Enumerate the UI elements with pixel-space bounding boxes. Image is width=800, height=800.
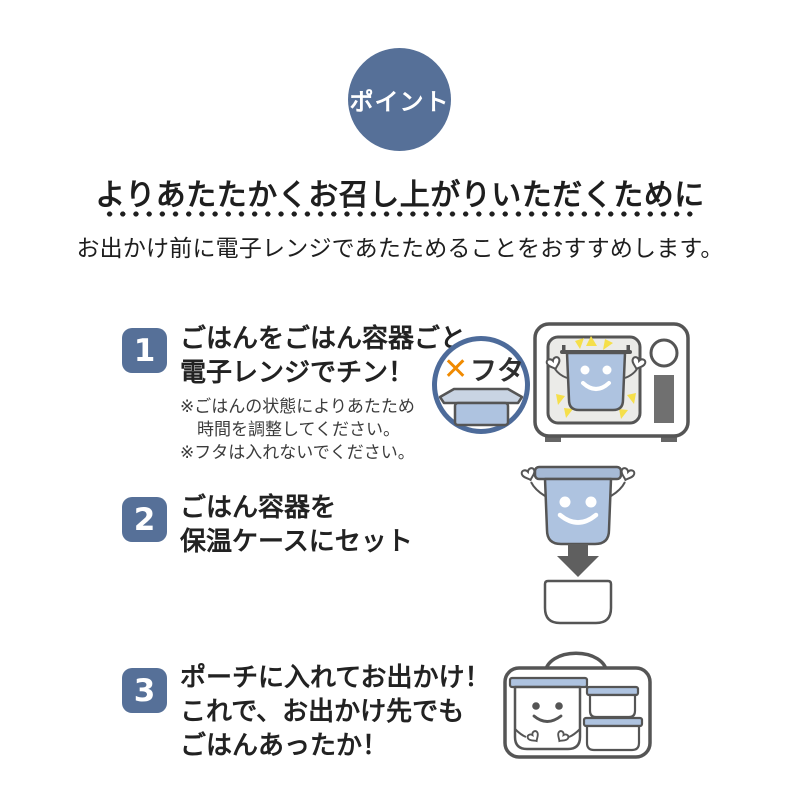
container-into-case-illustration [520, 465, 636, 625]
container-lid [533, 465, 623, 481]
step-1-note: 時間を調整してください。 [197, 420, 400, 440]
arm [530, 481, 546, 497]
lid-top [438, 387, 524, 405]
step-1-notes: ※ごはんの状態によりあたため 時間を調整してください。 ※フタは入れないでくださ… [180, 396, 466, 465]
step-3-text: ポーチに入れてお出かけ！ これで、お出かけ先でも ごはんあったか！ [180, 661, 490, 763]
eye [532, 702, 540, 710]
heart-icon [631, 356, 647, 371]
step-1-number: 1 [122, 328, 167, 373]
microwave-illustration [533, 322, 690, 442]
arm [568, 728, 581, 738]
smile [581, 381, 611, 391]
rice-container [543, 477, 613, 546]
step-2-text: ごはん容器を 保温ケースにセット [180, 491, 413, 559]
step-3-line: ポーチに入れてお出かけ！ [180, 663, 491, 693]
heart-icon [557, 730, 570, 743]
smile [557, 512, 599, 525]
smile [532, 714, 563, 723]
heart-icon [520, 467, 536, 482]
heart-icon [620, 467, 636, 482]
eye [580, 365, 590, 375]
eye [585, 496, 597, 508]
rim-pin [626, 345, 630, 352]
step-1-text: ごはんをごはん容器ごと 電子レンジでチン！ ※ごはんの状態によりあたため 時間を… [180, 322, 466, 465]
step-1-line: 電子レンジでチン！ [180, 358, 415, 388]
side-container-lid [582, 716, 644, 728]
heart-icon [526, 730, 539, 743]
no-lid-icon: ✕ フタ [432, 336, 530, 434]
step-1-note: ※ごはんの状態によりあたため [180, 397, 415, 417]
page-title: よりあたたかくお召し上がりいただくために [95, 178, 705, 213]
step-3-line: ごはんあったか！ [180, 731, 389, 761]
microwave-handle [654, 375, 674, 423]
side-container [588, 693, 637, 719]
eye [602, 365, 612, 375]
step-1-note: ※フタは入れないでください。 [180, 443, 415, 463]
microwave-knob [649, 338, 679, 368]
step-3-number: 3 [122, 668, 167, 713]
eye [555, 702, 563, 710]
pouch-illustration [503, 651, 652, 759]
x-mark-icon: ✕ [443, 352, 468, 387]
rim-pin [562, 345, 566, 352]
dotted-divider [103, 211, 697, 217]
thermal-case [543, 579, 613, 625]
arm [514, 728, 527, 738]
subtitle: お出かけ前に電子レンジであたためることをおすすめします。 [76, 236, 724, 262]
side-container-lid [585, 685, 640, 697]
heart-icon [545, 356, 561, 371]
point-badge: ポイント [348, 48, 451, 151]
step-2-line: ごはん容器を [180, 493, 337, 523]
rice-container [513, 685, 582, 751]
point-badge-label: ポイント [349, 88, 450, 116]
step-2-line: 保温ケースにセット [180, 527, 413, 557]
no-lid-label: フタ [470, 356, 524, 387]
step-1-line: ごはんをごはん容器ごと [180, 324, 467, 354]
down-arrow-icon [557, 544, 599, 577]
lid-base [453, 401, 510, 427]
sparkle-icons [556, 336, 636, 419]
eye [559, 496, 571, 508]
side-container [585, 724, 641, 752]
step-2-number: 2 [122, 497, 167, 542]
container-lid [508, 676, 589, 689]
rice-container [565, 351, 627, 412]
step-3-line: これで、お出かけ先でも [180, 697, 465, 727]
arm [610, 481, 626, 497]
